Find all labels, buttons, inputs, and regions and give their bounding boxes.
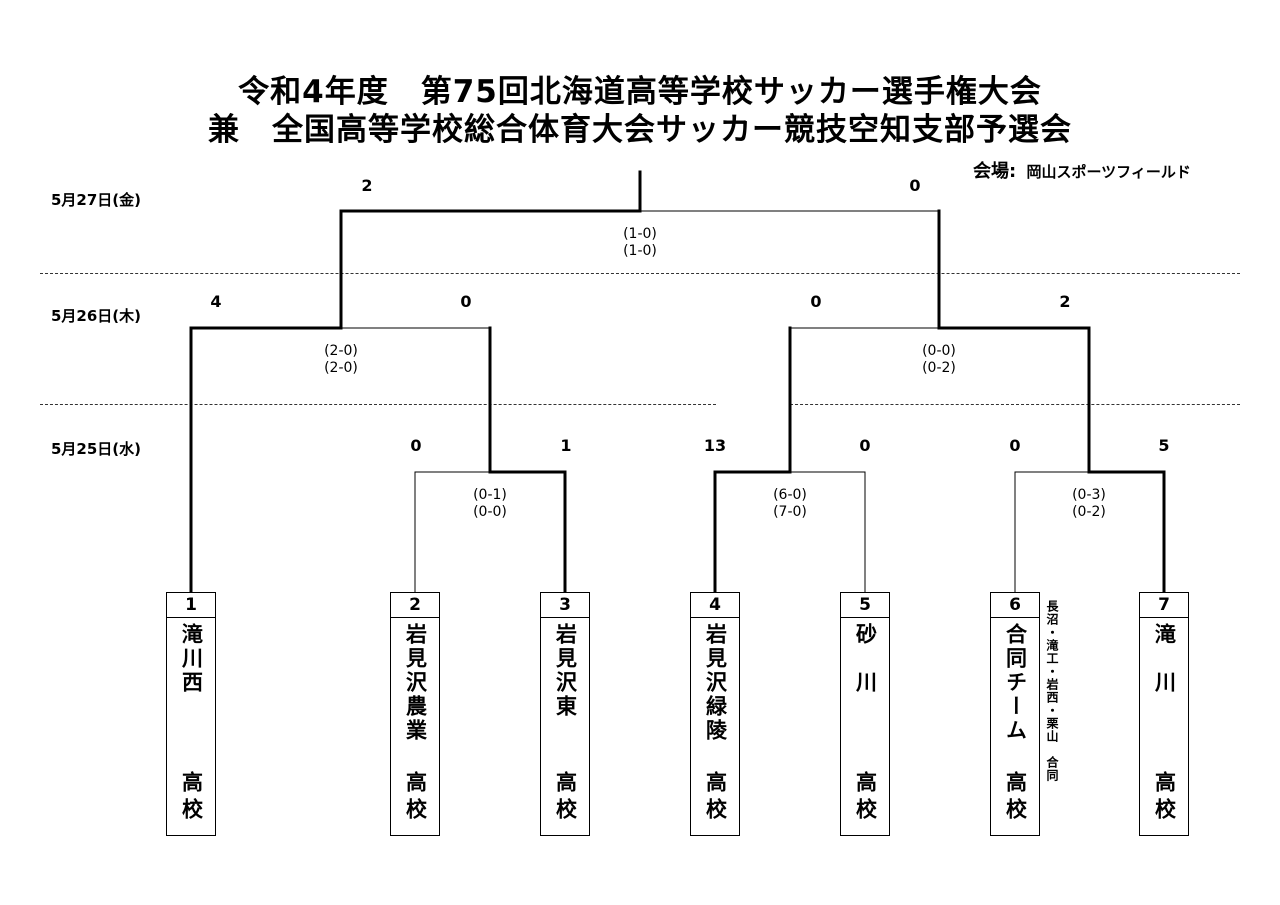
r1-a-score-right: 1 [560, 436, 572, 455]
day-separator [790, 404, 1240, 405]
team-box-2: 2 岩見沢農業 高校 [390, 592, 440, 836]
date-may-27: 5月27日(金) [51, 191, 142, 209]
day-separator [40, 404, 716, 405]
final-half2: (1-0) [623, 243, 657, 259]
team-number: 1 [167, 593, 215, 618]
date-may-25: 5月25日(水) [51, 440, 142, 458]
r1-c-half1: (0-3) [1072, 487, 1106, 503]
team-box-3: 3 岩見沢東 高校 [540, 592, 590, 836]
team-suffix: 高校 [703, 771, 728, 825]
final-score-right: 0 [909, 176, 921, 195]
r1-c-score-right: 5 [1158, 436, 1170, 455]
team-name: 合同チーム [1003, 623, 1028, 743]
venue-label: 会場: [973, 161, 1017, 182]
team-suffix: 高校 [553, 771, 578, 825]
team-name: 砂 川 [853, 623, 878, 695]
date-may-26: 5月26日(木) [51, 307, 142, 325]
team-name: 岩見沢東 [553, 623, 578, 719]
r1-b-half1: (6-0) [773, 487, 807, 503]
team-suffix: 高校 [853, 771, 878, 825]
team-box-6: 6 合同チーム 高校 [990, 592, 1040, 836]
team-number: 7 [1140, 593, 1188, 618]
tournament-title-line2: 兼 全国高等学校総合体育大会サッカー競技空知支部予選会 [208, 112, 1072, 148]
joint-team-note: 長沼・滝工・岩西・栗山 合同 [1045, 600, 1059, 782]
semi-b-half1: (0-0) [922, 343, 956, 359]
r1-b-score-left: 13 [703, 436, 727, 455]
semi-a-score-right: 0 [460, 292, 472, 311]
team-number: 4 [691, 593, 739, 618]
semi-a-score-left: 4 [210, 292, 222, 311]
team-number: 2 [391, 593, 439, 618]
team-name: 岩見沢緑陵 [703, 623, 728, 743]
team-name: 滝 川 [1152, 623, 1177, 695]
team-box-5: 5 砂 川 高校 [840, 592, 890, 836]
team-suffix: 高校 [179, 771, 204, 825]
tournament-title-line1: 令和4年度 第75回北海道高等学校サッカー選手権大会 [238, 74, 1042, 110]
r1-a-score-left: 0 [410, 436, 422, 455]
r1-a-half1: (0-1) [473, 487, 507, 503]
semi-b-score-left: 0 [810, 292, 822, 311]
team-suffix: 高校 [1152, 771, 1177, 825]
final-score-left: 2 [361, 176, 373, 195]
r1-c-half2: (0-2) [1072, 504, 1106, 520]
semi-a-half2: (2-0) [324, 360, 358, 376]
r1-a-half2: (0-0) [473, 504, 507, 520]
semi-b-half2: (0-2) [922, 360, 956, 376]
semi-b-score-right: 2 [1059, 292, 1071, 311]
venue: 会場: 岡山スポーツフィールド [973, 157, 1191, 183]
r1-c-score-left: 0 [1009, 436, 1021, 455]
team-number: 6 [991, 593, 1039, 618]
r1-b-score-right: 0 [859, 436, 871, 455]
team-number: 3 [541, 593, 589, 618]
team-name: 岩見沢農業 [403, 623, 428, 743]
team-box-4: 4 岩見沢緑陵 高校 [690, 592, 740, 836]
team-suffix: 高校 [403, 771, 428, 825]
day-separator [40, 273, 1240, 274]
team-name: 滝川西 [179, 623, 204, 695]
final-half1: (1-0) [623, 226, 657, 242]
semi-a-half1: (2-0) [324, 343, 358, 359]
r1-b-half2: (7-0) [773, 504, 807, 520]
team-box-1: 1 滝川西 高校 [166, 592, 216, 836]
team-number: 5 [841, 593, 889, 618]
venue-name: 岡山スポーツフィールド [1026, 163, 1191, 181]
team-suffix: 高校 [1003, 771, 1028, 825]
team-box-7: 7 滝 川 高校 [1139, 592, 1189, 836]
